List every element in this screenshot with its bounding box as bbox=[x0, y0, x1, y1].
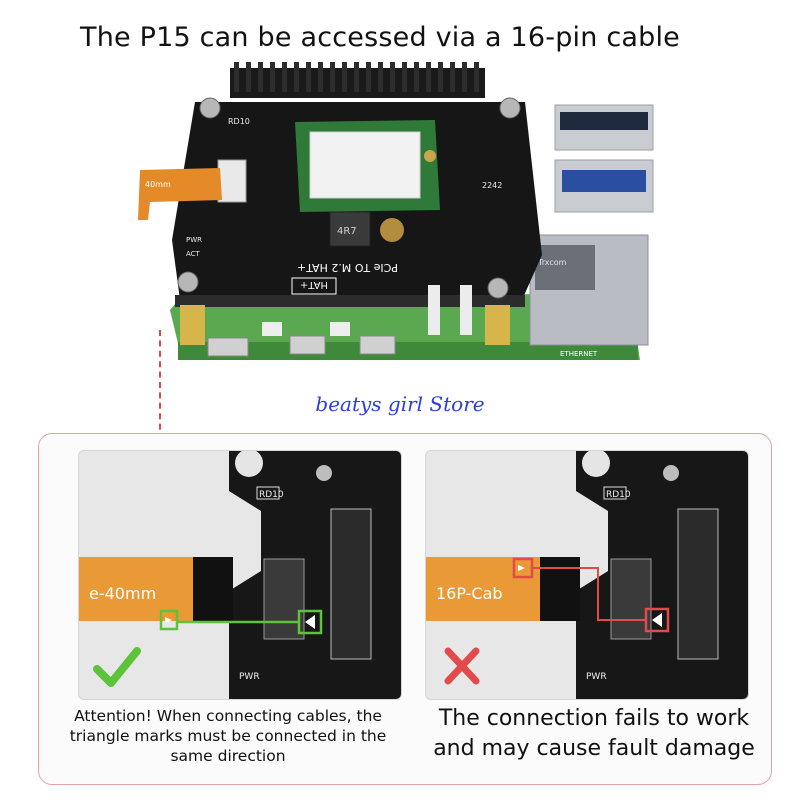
callout-dashed-line bbox=[159, 330, 161, 440]
size-silk-label: 2242 bbox=[482, 181, 502, 190]
store-watermark: beatys girl Store bbox=[315, 392, 485, 416]
correct-cable-label: e-40mm bbox=[89, 584, 156, 603]
cross-icon bbox=[444, 647, 480, 685]
correct-caption: Attention! When connecting cables, the t… bbox=[69, 707, 387, 765]
check-icon bbox=[93, 647, 141, 687]
wrong-cable-label: 16P-Cab bbox=[436, 584, 503, 603]
ethernet-silk-label: ETHERNET bbox=[560, 350, 598, 358]
wrong-caption: The connection fails to work and may cau… bbox=[433, 706, 755, 761]
ref-silk-label: RD10 bbox=[228, 117, 250, 126]
inductor-label: 4R7 bbox=[337, 226, 357, 237]
ribbon-silk-label: 40mm bbox=[145, 180, 171, 189]
act-silk-label: ACT bbox=[186, 250, 201, 258]
ethernet-brand-label: Trxcom bbox=[537, 258, 567, 267]
hat-board-photo: Trxcom ETHERNET 40mm 4R7 RD10 2242 PWR A… bbox=[138, 62, 654, 360]
wrong-ref-label: RD10 bbox=[606, 490, 631, 500]
wrong-connection-photo: RD10 16P-Cab PWR bbox=[425, 450, 749, 700]
hat-name-silk: PCIe TO M.2 HAT+ bbox=[297, 261, 398, 274]
page-title: The P15 can be accessed via a 16-pin cab… bbox=[80, 22, 680, 53]
hat-tag-silk: HAT+ bbox=[300, 279, 328, 290]
correct-connection-photo: RD10 e-40mm PWR bbox=[78, 450, 402, 700]
wrong-pwr-label: PWR bbox=[586, 672, 607, 682]
correct-ref-label: RD10 bbox=[259, 490, 284, 500]
correct-pwr-label: PWR bbox=[239, 672, 260, 682]
pwr-silk-label: PWR bbox=[186, 236, 202, 244]
